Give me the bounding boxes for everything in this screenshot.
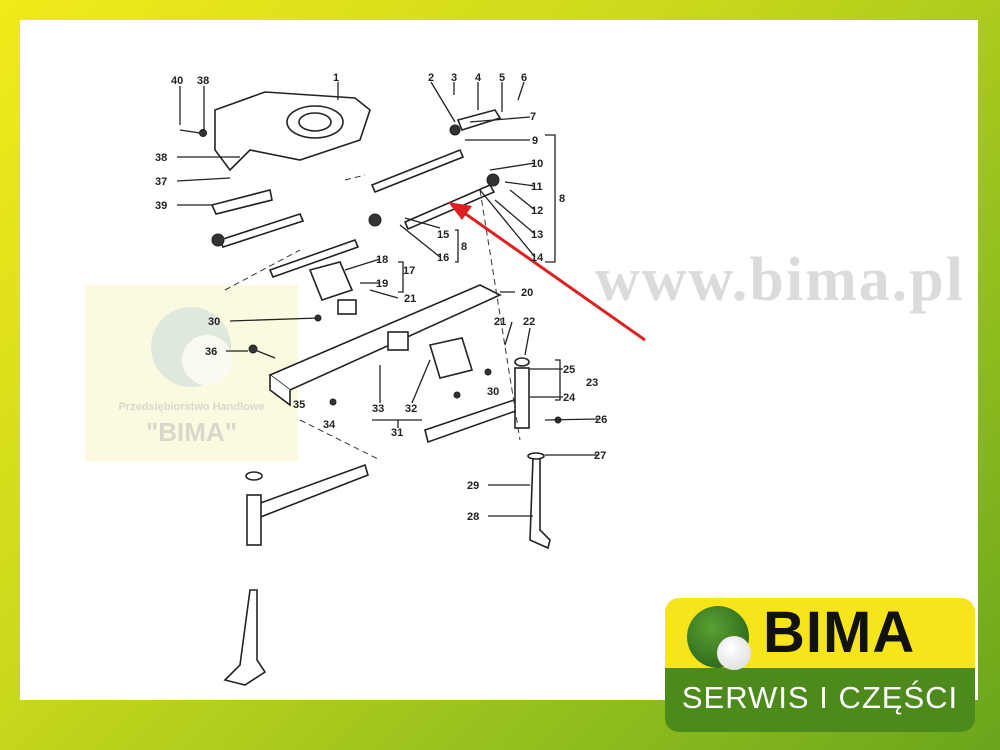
- parts-diagram: 40 38 1 2 3 4 5 6 7 9 10 11 12 8 13 14 1…: [155, 72, 646, 686]
- callout: 12: [531, 205, 543, 217]
- callout: 18: [376, 254, 388, 266]
- watermark-ball-icon: [182, 335, 232, 385]
- callout: 13: [531, 229, 543, 241]
- callout: 36: [205, 346, 217, 358]
- callout: 20: [521, 287, 533, 299]
- callout: 11: [531, 181, 543, 193]
- callout: 8: [559, 193, 565, 205]
- watermark-company: Przedsiębiorstwo Handlowe: [118, 401, 265, 413]
- callout: 23: [586, 377, 598, 389]
- callout: 10: [531, 158, 543, 170]
- logo-name: BIMA: [763, 600, 916, 665]
- housing-part: [176, 81, 599, 686]
- red-arrow-icon: [448, 202, 646, 342]
- callout: 24: [563, 392, 576, 404]
- callout: 28: [467, 511, 479, 523]
- callout-labels: 40 38 1 2 3 4 5 6 7 9 10 11 12 8 13 14 1…: [155, 72, 607, 523]
- watermark-name-row: "BIMA": [85, 417, 298, 447]
- bima-logo: BIMA SERWIS I CZĘŚCI: [665, 598, 975, 738]
- watermark-name: "BIMA": [145, 417, 238, 447]
- callout: 15: [437, 229, 449, 241]
- callout: 31: [391, 427, 403, 439]
- callout: 30: [487, 386, 499, 398]
- watermark-company-row: Przedsiębiorstwo Handlowe: [85, 397, 298, 415]
- logo-ball-icon: [717, 636, 751, 670]
- callout: 38: [155, 152, 167, 164]
- callout: 14: [531, 252, 544, 264]
- callout: 39: [155, 200, 167, 212]
- callout: 6: [521, 72, 527, 84]
- callout: 33: [372, 403, 384, 415]
- callout: 3: [451, 72, 457, 84]
- watermark-url: www.bima.pl: [595, 246, 965, 314]
- callout: 9: [532, 135, 538, 147]
- callout: 32: [405, 403, 417, 415]
- callout: 19: [376, 278, 388, 290]
- callout: 16: [437, 252, 449, 264]
- callout: 1: [333, 72, 339, 84]
- callout: 5: [499, 72, 505, 84]
- callout: 21: [404, 293, 416, 305]
- diagram-sheet: Przedsiębiorstwo Handlowe "BIMA": [20, 20, 978, 700]
- callout: 34: [323, 419, 336, 431]
- logo-tagline: SERWIS I CZĘŚCI: [681, 680, 959, 715]
- callout: 25: [563, 364, 575, 376]
- callout: 21: [494, 316, 506, 328]
- callout: 27: [594, 450, 606, 462]
- callout: 29: [467, 480, 479, 492]
- callout: 4: [475, 72, 482, 84]
- callout: 37: [155, 176, 167, 188]
- callout: 40: [171, 75, 183, 87]
- callout: 30: [208, 316, 220, 328]
- callout: 2: [428, 72, 434, 84]
- callout: 7: [530, 111, 536, 123]
- callout: 38: [197, 75, 209, 87]
- callout: 35: [293, 399, 305, 411]
- callout: 26: [595, 414, 607, 426]
- logo-bottom-band: [665, 668, 975, 732]
- callout: 17: [403, 265, 415, 277]
- callout: 22: [523, 316, 535, 328]
- watermark-logo: Przedsiębiorstwo Handlowe "BIMA": [85, 285, 298, 461]
- callout: 8: [461, 241, 467, 253]
